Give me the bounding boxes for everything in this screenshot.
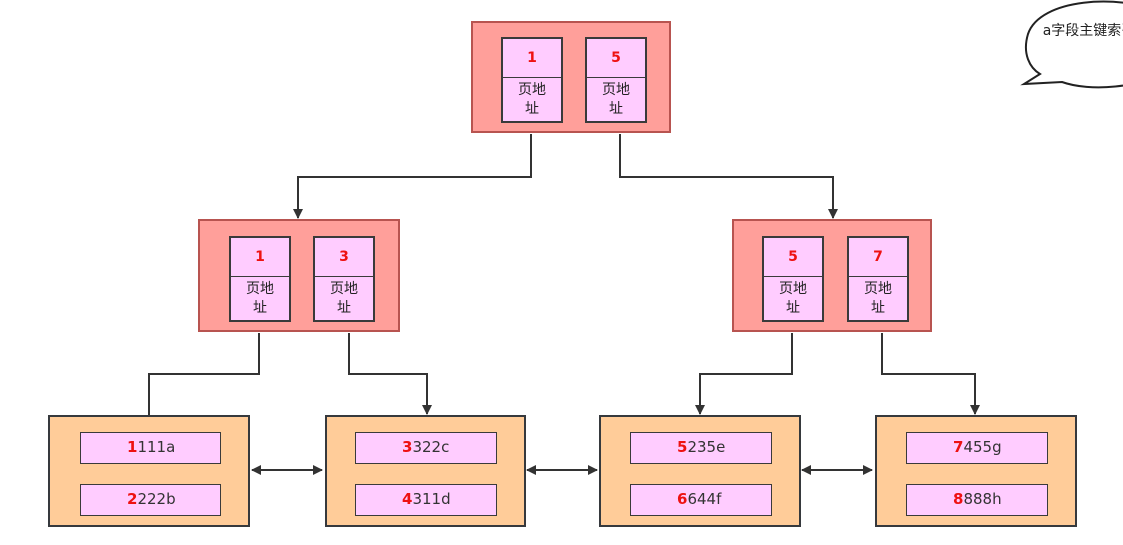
key-value: 1 (503, 39, 561, 78)
root-node: 1 页地址 5 页地址 (471, 21, 671, 133)
page-address-label: 页地址 (246, 281, 274, 316)
record-id: 4 (402, 490, 413, 508)
record-data: 111a (137, 438, 176, 456)
record-data: 235e (687, 438, 726, 456)
record-data: 644f (687, 490, 722, 508)
leaf-node-1: 1111a 2222b (48, 415, 250, 527)
record-data: 888h (963, 490, 1002, 508)
edge-root-to-right (619, 134, 838, 219)
key-value: 5 (764, 238, 822, 277)
record-id: 8 (953, 490, 964, 508)
leaf-record: 2222b (80, 484, 221, 516)
record-data: 455g (963, 438, 1002, 456)
page-address-label: 页地址 (864, 281, 892, 316)
record-data: 311d (412, 490, 451, 508)
leaf-record: 1111a (80, 432, 221, 464)
record-id: 2 (127, 490, 138, 508)
leaf-record: 5235e (630, 432, 772, 464)
record-id: 3 (402, 438, 413, 456)
page-address-label: 页地址 (518, 82, 546, 117)
internal-node-right: 5 页地址 7 页地址 (732, 219, 932, 332)
page-address-label: 页地址 (602, 82, 630, 117)
record-id: 1 (127, 438, 138, 456)
key-value: 5 (587, 39, 645, 78)
page-address-label: 页地址 (330, 281, 358, 316)
key-value: 7 (849, 238, 907, 277)
leaf-record: 4311d (355, 484, 497, 516)
leaf-node-4: 7455g 8888h (875, 415, 1077, 527)
record-data: 222b (137, 490, 176, 508)
edge-int1-to-leaf2 (348, 333, 432, 415)
annotation-bubble (1020, 0, 1123, 89)
key-value: 3 (315, 238, 373, 277)
leaf-record: 3322c (355, 432, 497, 464)
edge-root-to-left (293, 134, 532, 219)
internal-right-key-2: 7 页地址 (847, 236, 909, 322)
leaf-node-2: 3322c 4311d (325, 415, 526, 527)
record-id: 7 (953, 438, 964, 456)
leaf-record: 8888h (906, 484, 1048, 516)
leaf-record: 6644f (630, 484, 772, 516)
edge-int2-to-leaf3 (695, 333, 793, 415)
leaf-node-3: 5235e 6644f (599, 415, 801, 527)
internal-right-key-1: 5 页地址 (762, 236, 824, 322)
internal-node-left: 1 页地址 3 页地址 (198, 219, 400, 332)
leaf-record: 7455g (906, 432, 1048, 464)
record-id: 5 (677, 438, 688, 456)
internal-left-key-1: 1 页地址 (229, 236, 291, 322)
record-data: 322c (412, 438, 450, 456)
annotation-text: a字段主键索引 (1042, 23, 1123, 39)
key-value: 1 (231, 238, 289, 277)
record-id: 6 (677, 490, 688, 508)
root-key-2: 5 页地址 (585, 37, 647, 123)
internal-left-key-2: 3 页地址 (313, 236, 375, 322)
edge-int2-to-leaf4 (881, 333, 980, 415)
root-key-1: 1 页地址 (501, 37, 563, 123)
edge-int1-to-leaf1 (144, 333, 260, 429)
page-address-label: 页地址 (779, 281, 807, 316)
